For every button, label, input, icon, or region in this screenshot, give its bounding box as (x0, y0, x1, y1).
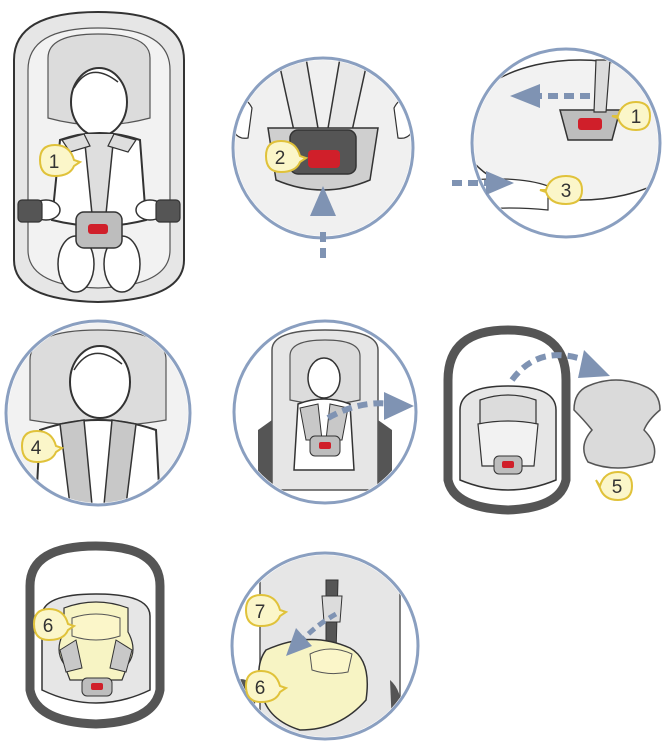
arrow-icon (578, 350, 610, 378)
callout-label: 3 (561, 181, 572, 202)
panel-1-seat-harness: 1 (14, 12, 184, 302)
callout-label: 5 (612, 477, 623, 498)
panel-4-shoulder-pads: 4 (6, 321, 190, 505)
callout-label: 6 (43, 616, 54, 637)
panel-7-insert-fitted: 6 (30, 546, 160, 724)
panel-6-remove-insert: 5 (448, 330, 660, 510)
seat-insert-icon (574, 380, 660, 468)
callout-label: 6 (255, 678, 266, 699)
callout-badge-5: 5 (596, 472, 632, 500)
baby-head-icon (71, 68, 127, 136)
callout-label: 2 (275, 148, 286, 169)
callout-label: 4 (31, 438, 42, 459)
callout-label: 7 (255, 602, 266, 623)
callout-label: 1 (49, 152, 60, 173)
panel-8-thread-belt: 7 6 (232, 548, 418, 740)
panel-2-press-buckle: 2 (233, 58, 413, 258)
panel-3-pull-strap: 1 3 (452, 49, 670, 237)
callout-label: 1 (631, 107, 642, 128)
panel-5-remove-pads (234, 321, 416, 503)
